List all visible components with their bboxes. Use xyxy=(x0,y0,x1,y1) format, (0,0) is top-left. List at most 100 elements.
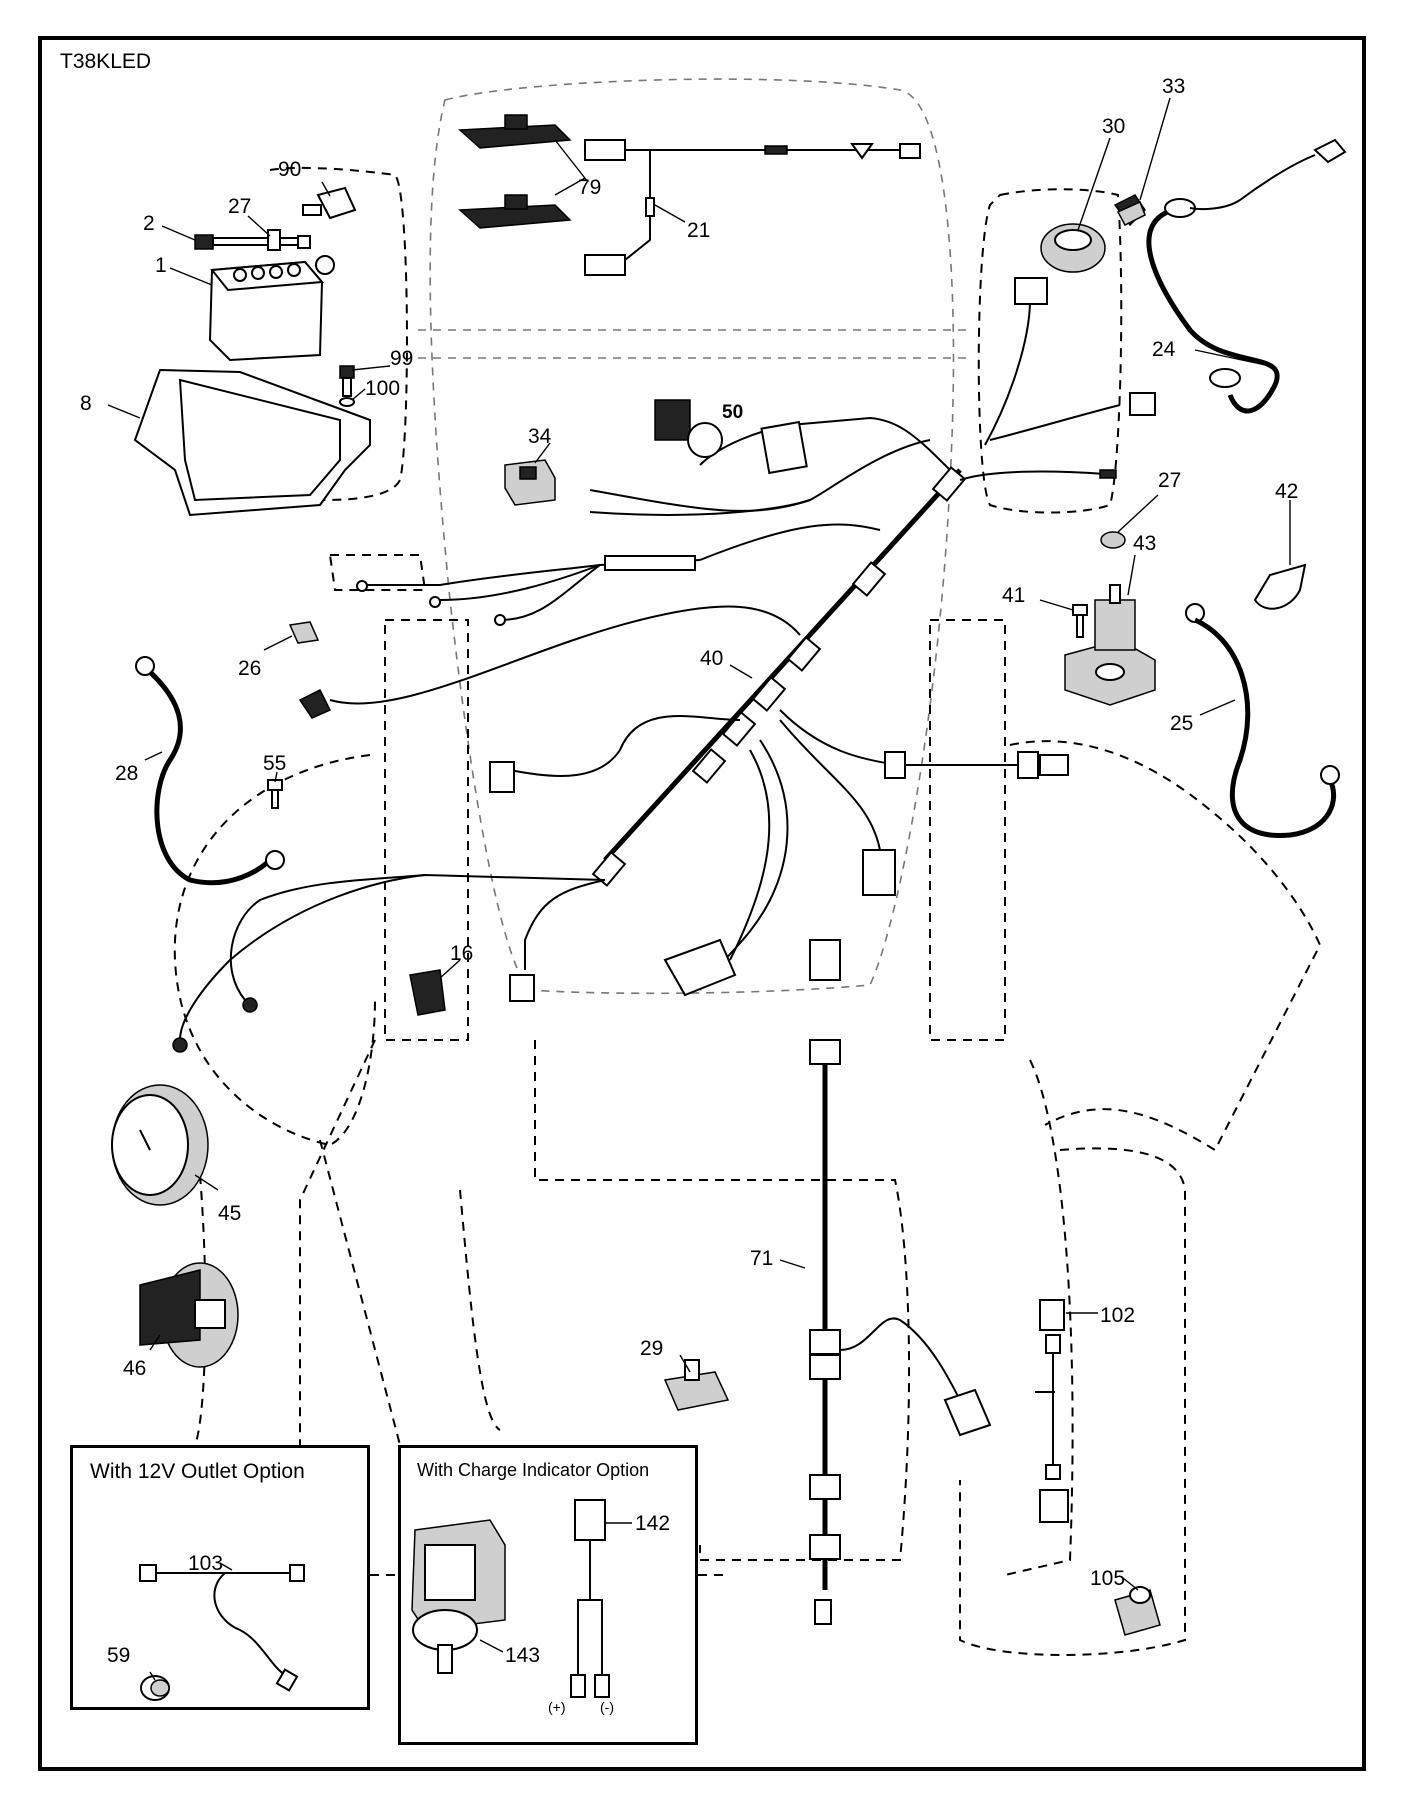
fuse-holder xyxy=(604,555,696,571)
rocker-switch-34 xyxy=(504,459,556,506)
callout-16: 16 xyxy=(450,942,473,965)
harness-trunk xyxy=(603,468,962,862)
small-connector-box xyxy=(328,554,427,591)
wire-to-50 xyxy=(699,416,951,471)
callout-59: 59 xyxy=(107,1644,130,1667)
callout-102: 102 xyxy=(1100,1304,1135,1327)
callout-27-nut: 27 xyxy=(1158,469,1181,492)
callout-143: 143 xyxy=(505,1644,540,1667)
wire-to-16-area xyxy=(524,879,606,970)
harness-clip xyxy=(751,676,787,712)
callout-34: 34 xyxy=(528,425,552,448)
ring-lead xyxy=(1099,469,1117,479)
terminal-cover-90 xyxy=(302,186,357,220)
battery-bolt-2 xyxy=(194,229,311,251)
switch-105 xyxy=(1114,1586,1161,1636)
branch-clip xyxy=(1017,751,1039,779)
callout-43: 43 xyxy=(1133,532,1156,555)
far-right-region xyxy=(959,1147,1186,1656)
harness-clip xyxy=(721,711,757,747)
model-code: T38KLED xyxy=(60,50,152,73)
terminal-end xyxy=(172,1037,188,1053)
lower-left-region xyxy=(459,1189,501,1431)
callout-45: 45 xyxy=(218,1202,241,1225)
callout-71: 71 xyxy=(750,1247,773,1270)
callout-2: 2 xyxy=(143,212,155,235)
callout-42: 42 xyxy=(1275,480,1298,503)
battery-cable-25 xyxy=(1185,603,1340,839)
wire-down-to-connector-b xyxy=(729,749,771,961)
ring-terminal xyxy=(429,596,441,608)
screw-55 xyxy=(267,779,283,809)
center-left-box xyxy=(384,619,469,1041)
callout-105: 105 xyxy=(1090,1567,1125,1590)
fuse-26 xyxy=(288,621,320,644)
wire-small-harness xyxy=(699,523,881,561)
wire-to-26-plug xyxy=(329,605,801,705)
small-plug xyxy=(509,974,535,1002)
left-lower-region xyxy=(194,1174,207,1446)
wire-to-top-connector xyxy=(984,299,1031,446)
right-plug xyxy=(1129,392,1156,416)
callout-41: 41 xyxy=(1002,584,1025,607)
relay-16 xyxy=(409,969,446,1016)
diagram-frame xyxy=(38,36,1366,1771)
callout-26: 26 xyxy=(238,657,261,680)
battery-region xyxy=(269,166,408,501)
callout-29: 29 xyxy=(640,1337,663,1360)
callout-labels: 90 27 2 1 8 99 100 79 21 30 33 24 50 34 … xyxy=(80,75,1298,1715)
wire-left-lower-b xyxy=(229,874,426,1001)
harness-connector-lower xyxy=(663,938,737,997)
terminal-boot-42 xyxy=(1253,563,1307,610)
callout-79: 79 xyxy=(578,176,601,199)
solenoid-43 xyxy=(1064,584,1156,706)
polarity-negative: (-) xyxy=(600,1699,614,1715)
ground-cable-28 xyxy=(135,656,285,886)
callout-90: 90 xyxy=(278,158,301,181)
hood-outline xyxy=(429,78,955,995)
harness-clip xyxy=(851,561,887,597)
top-connector xyxy=(1014,277,1048,305)
callout-55: 55 xyxy=(263,752,286,775)
callout-100: 100 xyxy=(365,377,400,400)
callout-28: 28 xyxy=(115,762,138,785)
wire-to-ring xyxy=(959,470,1106,481)
harness-clip xyxy=(786,636,822,672)
bolt-41 xyxy=(1072,604,1088,638)
callout-33: 33 xyxy=(1162,75,1185,98)
wire-to-34-b xyxy=(589,499,811,516)
plug-connector xyxy=(298,688,332,719)
lower-right-region xyxy=(1004,1059,1074,1576)
callout-1: 1 xyxy=(155,254,167,277)
headlight-79 xyxy=(458,114,572,229)
left-diagonal-b xyxy=(319,1139,401,1446)
light-harness-21 xyxy=(584,139,921,276)
harness-71 xyxy=(809,939,992,1625)
wire-to-34 xyxy=(589,439,931,512)
harness-clip xyxy=(691,748,727,784)
callout-46: 46 xyxy=(123,1357,146,1380)
nut-27 xyxy=(1100,531,1126,549)
branch-clip xyxy=(884,751,906,779)
harness-clip xyxy=(931,466,967,502)
hour-meter-45 xyxy=(111,1084,209,1206)
lower-center-region xyxy=(534,1040,911,1561)
battery-cable-24 xyxy=(1146,138,1347,414)
ring-terminal xyxy=(356,580,368,592)
callout-142: 142 xyxy=(635,1512,670,1535)
ring-terminal xyxy=(494,614,506,626)
harness-connector xyxy=(862,849,896,896)
pto-switch-50 xyxy=(654,399,723,458)
inset-12v-outlet xyxy=(70,1445,370,1710)
callout-27: 27 xyxy=(228,195,251,218)
callout-8: 8 xyxy=(80,392,92,415)
left-arc-region xyxy=(173,754,376,1147)
wire-to-right-plug xyxy=(989,404,1121,441)
ignition-key-33 xyxy=(1113,194,1146,227)
inset-12v-outlet-title: With 12V Outlet Option xyxy=(90,1460,305,1483)
branch-plug xyxy=(1039,754,1069,776)
leader-lines xyxy=(107,97,1291,1681)
charge-inset-parts xyxy=(411,1499,610,1698)
wire-left-lower xyxy=(179,873,606,1041)
